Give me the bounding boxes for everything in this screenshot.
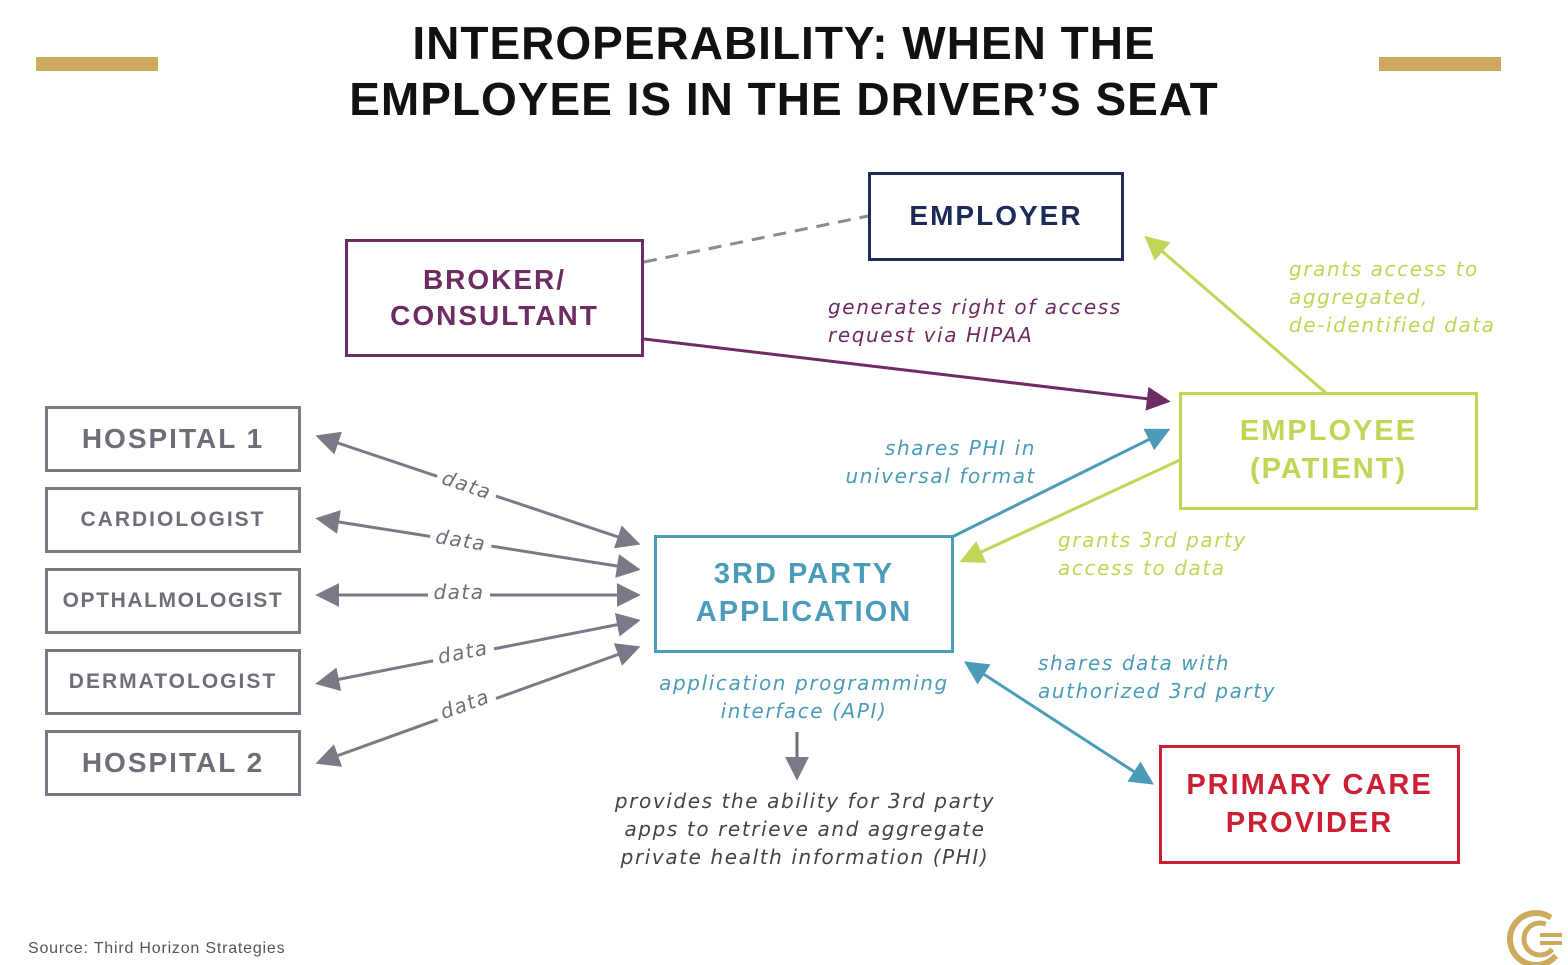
pcp-label-line-1: PRIMARY CARE [1186, 768, 1433, 801]
app-label-line-1: 3RD PARTY [713, 558, 895, 591]
label-line: provides the ability for 3rd party [614, 789, 996, 813]
source-node-opthalmologist: OPTHALMOLOGIST [45, 568, 301, 634]
label-app-to-employee: shares PHI in universal format [836, 434, 1036, 490]
source-node-hospital-1: HOSPITAL 1 [45, 406, 301, 472]
employee-label-line-1: EMPLOYEE [1239, 415, 1418, 448]
employee-to-employer-arrow [1144, 235, 1327, 395]
label-api: application programming interface (API) [654, 669, 954, 725]
label-employee-to-employer: grants access to aggregated, de-identifi… [1289, 255, 1496, 339]
page-title-line-2: EMPLOYEE IS IN THE DRIVER’S SEAT [349, 73, 1219, 125]
label-line: grants access to [1289, 257, 1479, 281]
brand-logo-icon [1507, 910, 1562, 965]
left-accent-bar [36, 57, 158, 71]
broker-employer-dashed-link [643, 214, 869, 264]
right-accent-bar [1379, 57, 1501, 71]
page-title-line-1: INTEROPERABILITY: WHEN THE [412, 17, 1156, 69]
app-to-employee-arrow [951, 428, 1171, 539]
label-api-result: provides the ability for 3rd party apps … [600, 787, 1010, 871]
source-label: OPTHALMOLOGIST [62, 589, 284, 613]
employer-node: EMPLOYER [868, 172, 1124, 261]
label-line: authorized 3rd party [1038, 679, 1277, 703]
label-employee-to-app: grants 3rd party access to data [1058, 526, 1247, 582]
app-label-line-2: APPLICATION [695, 596, 913, 628]
primary-care-provider-node: PRIMARY CARE PROVIDER [1159, 745, 1460, 864]
broker-consultant-node: BROKER/ CONSULTANT [345, 239, 644, 357]
label-line: de-identified data [1289, 313, 1496, 337]
label-line: universal format [845, 464, 1036, 488]
broker-to-employee-arrow [643, 337, 1171, 411]
employee-to-app-arrow [959, 458, 1181, 563]
source-node-dermatologist: DERMATOLOGIST [45, 649, 301, 715]
app-pcp-bidirectional-arrow [963, 661, 1155, 785]
third-party-application-node: 3RD PARTY APPLICATION [654, 535, 954, 653]
label-line: private health information (PHI) [620, 845, 990, 869]
employer-label: EMPLOYER [909, 200, 1083, 232]
data-label-dermatologist: data [436, 635, 491, 668]
label-pcp-app: shares data with authorized 3rd party [1038, 649, 1276, 705]
label-line: application programming [659, 671, 949, 695]
source-node-cardiologist: CARDIOLOGIST [45, 487, 301, 553]
label-line: apps to retrieve and aggregate [624, 817, 986, 841]
label-line: shares data with [1038, 651, 1231, 675]
broker-label-line-2: CONSULTANT [390, 300, 599, 331]
label-line: access to data [1058, 556, 1226, 580]
source-node-hospital-2: HOSPITAL 2 [45, 730, 301, 796]
label-line: shares PHI in [884, 436, 1036, 460]
label-line: interface (API) [720, 699, 888, 723]
source-label: HOSPITAL 1 [81, 422, 265, 454]
employee-label-line-2: (PATIENT) [1249, 453, 1408, 485]
broker-label-line-1: BROKER/ [422, 263, 567, 295]
data-label-opthalmologist: data [433, 580, 484, 604]
source-credit: Source: Third Horizon Strategies [28, 940, 286, 957]
source-label: CARDIOLOGIST [80, 508, 266, 532]
pcp-label-line-2: PROVIDER [1225, 806, 1394, 839]
label-line: aggregated, [1289, 285, 1429, 309]
label-line: request via HIPAA [828, 323, 1034, 347]
label-line: grants 3rd party [1058, 528, 1247, 552]
label-broker-to-employee: generates right of access request via HI… [828, 293, 1122, 349]
label-line: generates right of access [828, 295, 1122, 319]
employee-patient-node: EMPLOYEE (PATIENT) [1179, 392, 1478, 510]
source-label: DERMATOLOGIST [68, 670, 278, 694]
source-label: HOSPITAL 2 [81, 746, 265, 778]
